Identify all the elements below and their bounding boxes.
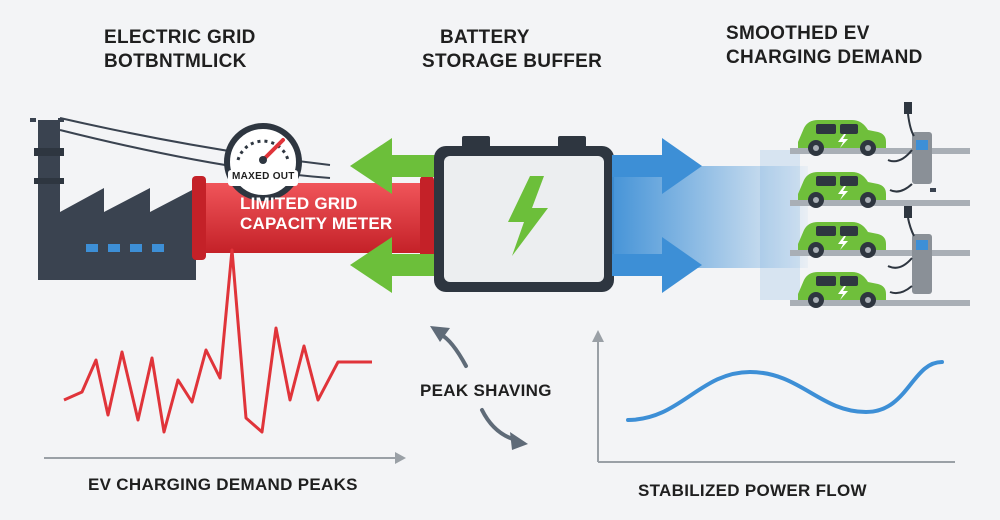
peaks-caption: EV CHARGING DEMAND PEAKS [88,475,358,494]
electric-car-icon [798,272,886,308]
stabilized-power-curve [626,360,944,422]
peaks-x-axis-arrowhead [395,452,406,464]
lightning-bolt-icon [508,176,548,256]
blue-flow-funnel [760,150,800,300]
gauge-label: MAXED OUT [232,171,295,182]
battery-header: BATTERY STORAGE BUFFER [422,26,602,74]
electric-car-icon [798,120,886,156]
parking-rack [790,148,970,306]
charging-station-icon [887,102,932,184]
demand-peaks-curve [63,248,372,434]
battery-header-line2: STORAGE BUFFER [422,50,603,72]
ev-header-line2: CHARGING DEMAND [726,46,923,68]
pipe-label-line1: LIMITED GRID [240,194,358,213]
stable-caption: STABILIZED POWER FLOW [638,481,867,500]
green-arrow-top [350,138,436,194]
stable-y-axis-arrowhead [592,330,604,342]
electric-car-icon [798,222,886,258]
pipe-label: LIMITED GRID CAPACITY METER [240,194,392,235]
green-arrow-bottom [350,237,436,293]
grid-header-line1: ELECTRIC GRID [104,27,256,48]
blue-arrow-top [612,138,702,194]
blue-arrow-bottom [612,237,702,293]
peak-shaving-caption: PEAK SHAVING [420,381,552,400]
gauge-icon [224,123,302,201]
factory-icon [30,118,196,280]
peak-shaving-arrow-top [430,326,468,368]
grid-header: ELECTRIC GRID BOTBNTMLICK [104,26,256,74]
ev-header-line1: SMOOTHED EV [726,23,870,44]
grid-header-line2: BOTBNTMLICK [104,50,247,72]
blue-flow-beam [612,166,808,268]
battery-header-line1: BATTERY [440,27,530,48]
peak-shaving-arrow-bottom [480,408,528,450]
ev-header: SMOOTHED EV CHARGING DEMAND [726,22,923,70]
charging-station-icon [887,206,932,295]
charging-station-icon [889,183,936,193]
pipe-label-line2: CAPACITY METER [240,214,393,234]
electric-car-icon [798,172,886,208]
